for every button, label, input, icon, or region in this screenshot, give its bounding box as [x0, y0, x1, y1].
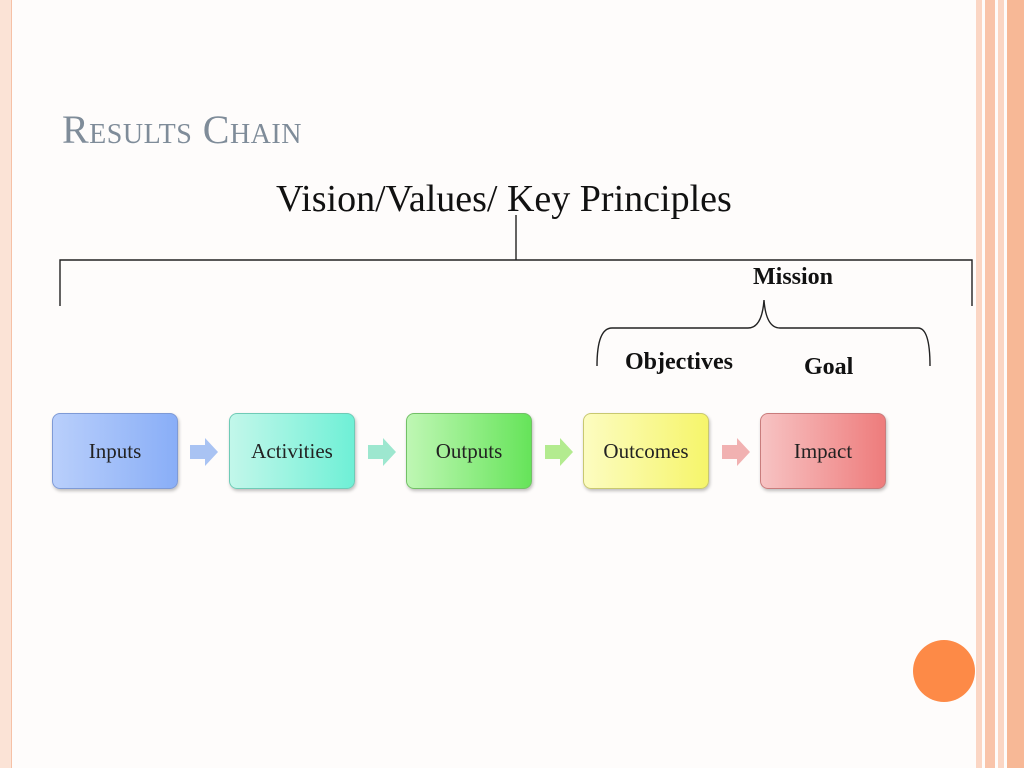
accent-circle	[913, 640, 975, 702]
objectives-label: Objectives	[625, 349, 733, 375]
mission-brace	[596, 299, 931, 367]
vision-values-label: Vision/Values/ Key Principles	[276, 178, 732, 220]
arrow-right-icon	[190, 438, 218, 466]
arrow-right-icon	[545, 438, 573, 466]
right-border-decoration	[976, 0, 1024, 768]
vision-bracket	[59, 259, 973, 306]
slide-title: Results Chain	[62, 107, 302, 152]
arrow-right-icon	[368, 438, 396, 466]
chain-box-inputs: Inputs	[52, 413, 178, 489]
chain-box-impact: Impact	[760, 413, 886, 489]
left-border-decoration	[0, 0, 12, 768]
goal-label: Goal	[804, 354, 854, 380]
chain-box-outputs: Outputs	[406, 413, 532, 489]
chain-box-activities: Activities	[229, 413, 355, 489]
chain-box-outcomes: Outcomes	[583, 413, 709, 489]
mission-label: Mission	[753, 264, 834, 290]
arrow-right-icon	[722, 438, 750, 466]
